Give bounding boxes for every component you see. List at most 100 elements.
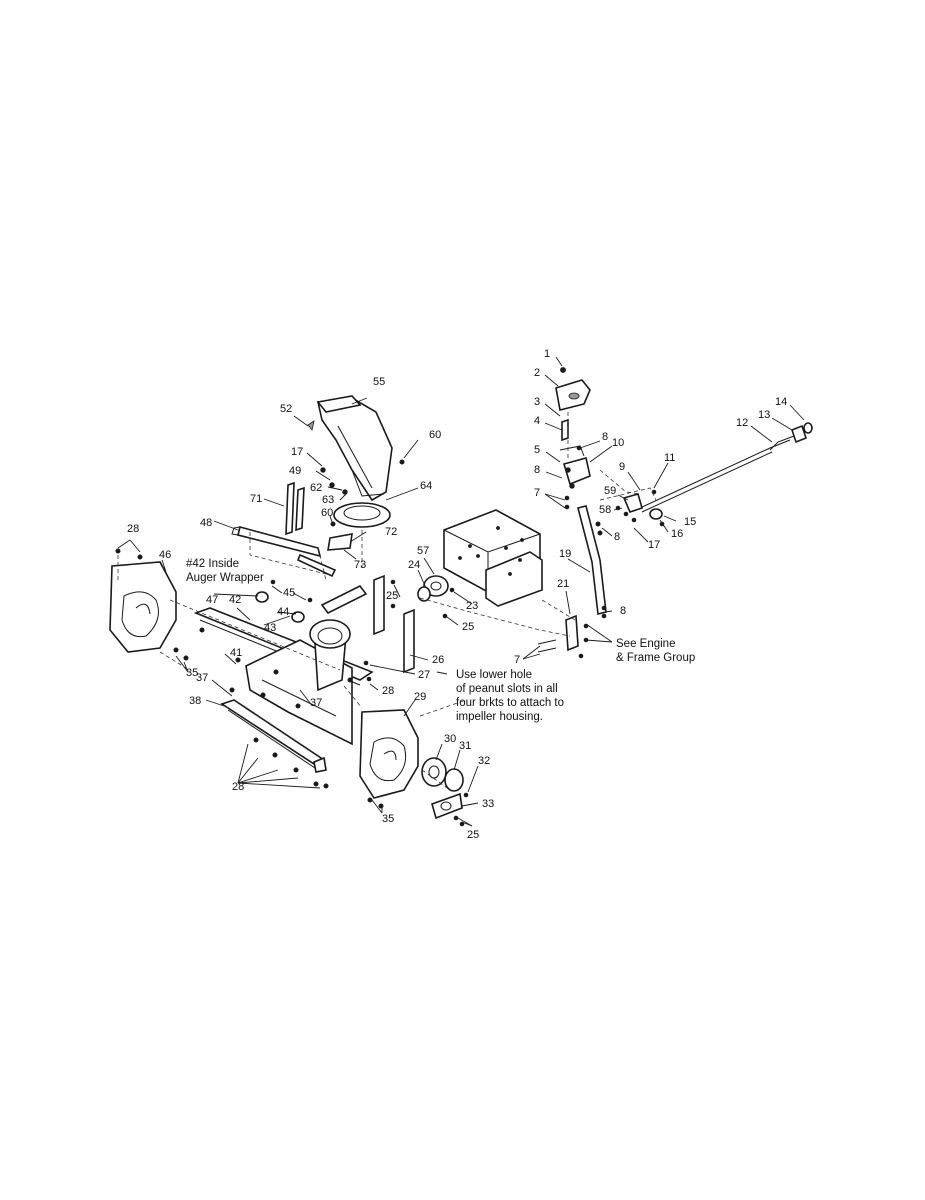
chute-rails xyxy=(285,481,305,536)
bearing-30 xyxy=(421,757,447,787)
callout-73: 73 xyxy=(354,559,367,571)
chute-ring xyxy=(333,502,391,528)
callout-32: 32 xyxy=(478,755,491,767)
note-see-engine-frame: See Engine & Frame Group xyxy=(616,637,695,665)
callout-37-left: 37 xyxy=(196,672,209,684)
note-lower-line-4: impeller housing. xyxy=(456,711,543,723)
callout-28-left: 28 xyxy=(127,523,140,535)
callout-15: 15 xyxy=(684,516,697,528)
note-lower-line-1: Use lower hole xyxy=(456,669,533,681)
chute-flange xyxy=(327,533,353,551)
callout-24: 24 xyxy=(408,559,421,571)
scraper-bar xyxy=(220,699,327,773)
callout-45: 45 xyxy=(283,587,296,599)
chute-small-parts xyxy=(307,420,405,527)
disc-31 xyxy=(444,768,464,792)
control-bracket-top xyxy=(555,367,603,536)
callout-57: 57 xyxy=(417,545,430,557)
note-inside-line-1: #42 Inside xyxy=(186,558,240,570)
callout-1: 1 xyxy=(544,348,551,360)
note-lower-line-2: of peanut slots in all xyxy=(456,683,558,695)
callout-13: 13 xyxy=(758,409,771,421)
callout-49: 49 xyxy=(289,465,302,477)
callout-16: 16 xyxy=(671,528,684,540)
rod-bracket-59 xyxy=(615,489,665,527)
callout-4: 4 xyxy=(534,415,541,427)
callout-38: 38 xyxy=(189,695,202,707)
callout-8-top: 8 xyxy=(602,431,609,443)
callout-35-left: 35 xyxy=(186,667,199,679)
callout-26: 26 xyxy=(432,654,445,666)
note-inside-auger-wrapper: #42 Inside Auger Wrapper xyxy=(186,557,264,585)
callout-35-right: 35 xyxy=(382,813,395,825)
callout-12: 12 xyxy=(736,417,749,429)
callout-25-mid: 25 xyxy=(462,621,475,633)
callout-7-top: 7 xyxy=(534,487,541,499)
callout-33: 33 xyxy=(482,798,495,810)
rod-knob xyxy=(791,422,813,444)
callout-2: 2 xyxy=(534,367,541,379)
callout-42: 42 xyxy=(229,594,242,606)
note-engine-line-1: See Engine xyxy=(616,638,676,650)
alignment-lines xyxy=(117,412,657,791)
note-use-lower-hole: Use lower hole of peanut slots in all fo… xyxy=(456,668,564,724)
callout-72: 72 xyxy=(385,526,398,538)
callout-60-low: 60 xyxy=(321,507,334,519)
callout-41: 41 xyxy=(230,647,243,659)
auger-bearings xyxy=(255,579,313,623)
callout-23: 23 xyxy=(466,600,479,612)
callout-64: 64 xyxy=(420,480,433,492)
callout-55: 55 xyxy=(373,376,386,388)
bearing-plate-33 xyxy=(431,792,469,827)
small-hardware-left xyxy=(173,627,353,789)
callout-44: 44 xyxy=(277,606,290,618)
callout-43: 43 xyxy=(264,622,277,634)
engine-block xyxy=(443,509,543,607)
callout-5: 5 xyxy=(534,444,541,456)
note-engine-line-2: & Frame Group xyxy=(616,652,696,664)
callout-8-mid: 8 xyxy=(534,464,541,476)
callout-71: 71 xyxy=(250,493,263,505)
callout-8-low: 8 xyxy=(620,605,627,617)
callout-10: 10 xyxy=(612,437,625,449)
callout-19: 19 xyxy=(559,548,572,560)
crank-rod xyxy=(231,526,337,578)
callout-8-rod: 8 xyxy=(614,531,621,543)
callout-21: 21 xyxy=(557,578,570,590)
callout-25-upper: 25 xyxy=(386,590,399,602)
callout-46: 46 xyxy=(159,549,172,561)
callout-59: 59 xyxy=(604,485,617,497)
bracket-25-26 xyxy=(320,574,415,682)
note-inside-line-2: Auger Wrapper xyxy=(186,572,264,584)
note-lower-line-3: four brkts to attach to xyxy=(456,697,565,709)
callout-48: 48 xyxy=(200,517,213,529)
callout-17-right: 17 xyxy=(648,539,661,551)
callout-52: 52 xyxy=(280,403,293,415)
bracket-21 xyxy=(537,605,607,659)
callout-11: 11 xyxy=(664,452,676,464)
callout-47: 47 xyxy=(206,594,219,606)
callout-14: 14 xyxy=(775,396,788,408)
discharge-chute xyxy=(316,395,393,502)
callout-30: 30 xyxy=(444,733,457,745)
housing-frame xyxy=(193,607,374,746)
left-side-plate xyxy=(109,548,177,653)
callout-3: 3 xyxy=(534,396,541,408)
callout-7-low: 7 xyxy=(514,654,521,666)
callout-17-chute: 17 xyxy=(291,446,304,458)
callout-29: 29 xyxy=(414,691,427,703)
right-side-plate xyxy=(359,709,419,809)
callout-62: 62 xyxy=(310,482,323,494)
callout-37-mid: 37 xyxy=(310,697,323,709)
callout-60-top: 60 xyxy=(429,429,442,441)
callout-31: 31 xyxy=(459,740,472,752)
shift-rod xyxy=(577,505,607,615)
callout-9: 9 xyxy=(619,461,626,473)
belt-pulleys xyxy=(417,575,455,619)
callout-63: 63 xyxy=(322,494,335,506)
callout-28-mid: 28 xyxy=(382,685,395,697)
leader-lines xyxy=(117,356,805,827)
callout-58: 58 xyxy=(599,504,612,516)
callout-27: 27 xyxy=(418,669,431,681)
